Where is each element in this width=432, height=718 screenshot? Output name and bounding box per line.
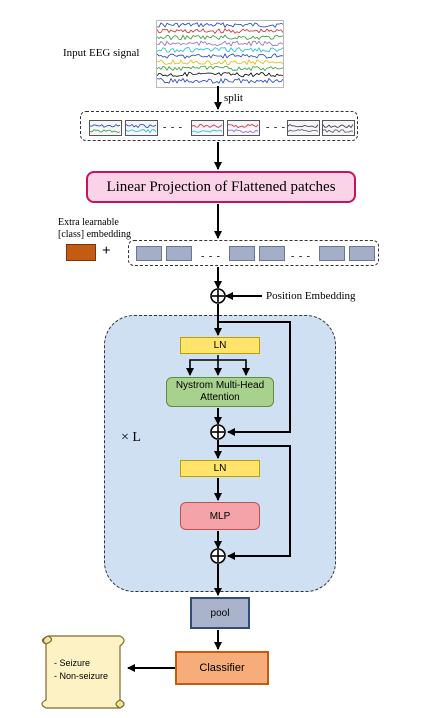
token-sequence: - - - - - -	[128, 240, 379, 266]
patch-token	[229, 246, 255, 261]
signal-trace	[156, 65, 284, 72]
patch-token	[136, 246, 162, 261]
eeg-patch	[191, 120, 224, 136]
eeg-traces	[156, 22, 284, 84]
extra-embedding-label-line1: Extra learnable	[58, 217, 119, 228]
eeg-patch	[322, 120, 355, 136]
residual-connection-1	[218, 321, 291, 436]
signal-trace	[191, 124, 223, 128]
patch-traces	[287, 123, 319, 133]
signal-trace	[156, 34, 284, 41]
extra-embedding-label-line2: [class] embedding	[58, 229, 132, 240]
split-label: split	[224, 92, 243, 104]
patch-token	[259, 246, 285, 261]
mlp-box: MLP	[180, 502, 260, 530]
ellipsis-dashes: - - -	[291, 251, 311, 262]
attention-box: Nystrom Multi-Head Attention	[166, 377, 274, 407]
attention-input-k	[218, 359, 250, 376]
patch-group: - - - - - -	[80, 111, 358, 141]
add-residual-node-1	[210, 424, 226, 440]
signal-trace	[89, 129, 121, 134]
signal-trace	[156, 53, 284, 59]
classifier-box: Classifier	[175, 651, 269, 685]
signal-trace	[156, 47, 284, 53]
signal-trace	[191, 129, 223, 133]
add-position-node	[210, 288, 226, 304]
patch-token	[349, 246, 375, 261]
attention-input-q	[186, 359, 218, 376]
output-class-seizure: - Seizure	[54, 658, 91, 668]
eeg-patch	[89, 120, 122, 136]
add-residual-node-2	[210, 548, 226, 564]
eeg-signal-image	[156, 20, 284, 88]
signal-trace	[156, 40, 284, 47]
eeg-patch	[125, 120, 158, 136]
patch-traces	[322, 124, 354, 133]
signal-trace	[227, 129, 259, 133]
patch-traces	[89, 124, 121, 134]
signal-trace	[156, 22, 284, 29]
signal-trace	[227, 123, 259, 128]
signal-trace	[125, 123, 157, 129]
attention-label-line1: Nystrom Multi-Head	[175, 380, 265, 391]
patch-traces	[125, 123, 157, 134]
input-signal-label: Input EEG signal	[63, 47, 140, 59]
signal-trace	[322, 129, 354, 133]
plus-sign: +	[102, 243, 111, 259]
residual-connection-2	[218, 445, 291, 560]
signal-trace	[156, 28, 284, 35]
signal-trace	[156, 77, 284, 84]
signal-trace	[89, 124, 121, 128]
layer-norm-1: LN	[180, 337, 260, 354]
output-classes: - Seizure - Non-seizure	[54, 657, 108, 683]
signal-trace	[156, 71, 284, 78]
linear-projection-box: Linear Projection of Flattened patches	[86, 171, 356, 203]
repeat-label: × L	[121, 430, 141, 445]
ellipsis-dashes: - - -	[201, 251, 221, 262]
patch-traces	[191, 124, 223, 133]
patch-token	[166, 246, 192, 261]
patch-traces	[227, 123, 259, 133]
eeg-patch	[227, 120, 260, 136]
signal-trace	[156, 58, 284, 66]
signal-trace	[287, 129, 319, 133]
position-embedding-label: Position Embedding	[266, 290, 356, 302]
output-class-non-seizure: - Non-seizure	[54, 671, 109, 681]
ellipsis-dashes: - - -	[163, 122, 183, 133]
patch-token	[319, 246, 345, 261]
layer-norm-2: LN	[180, 460, 260, 477]
ellipsis-dashes: - - -	[266, 122, 286, 133]
signal-trace	[287, 123, 319, 128]
class-token	[66, 244, 96, 261]
pool-box: pool	[190, 597, 250, 629]
attention-label-line2: Attention	[200, 392, 240, 403]
eeg-patch	[287, 120, 320, 136]
signal-trace	[125, 128, 157, 134]
signal-trace	[322, 124, 354, 129]
output-scroll	[41, 635, 125, 709]
